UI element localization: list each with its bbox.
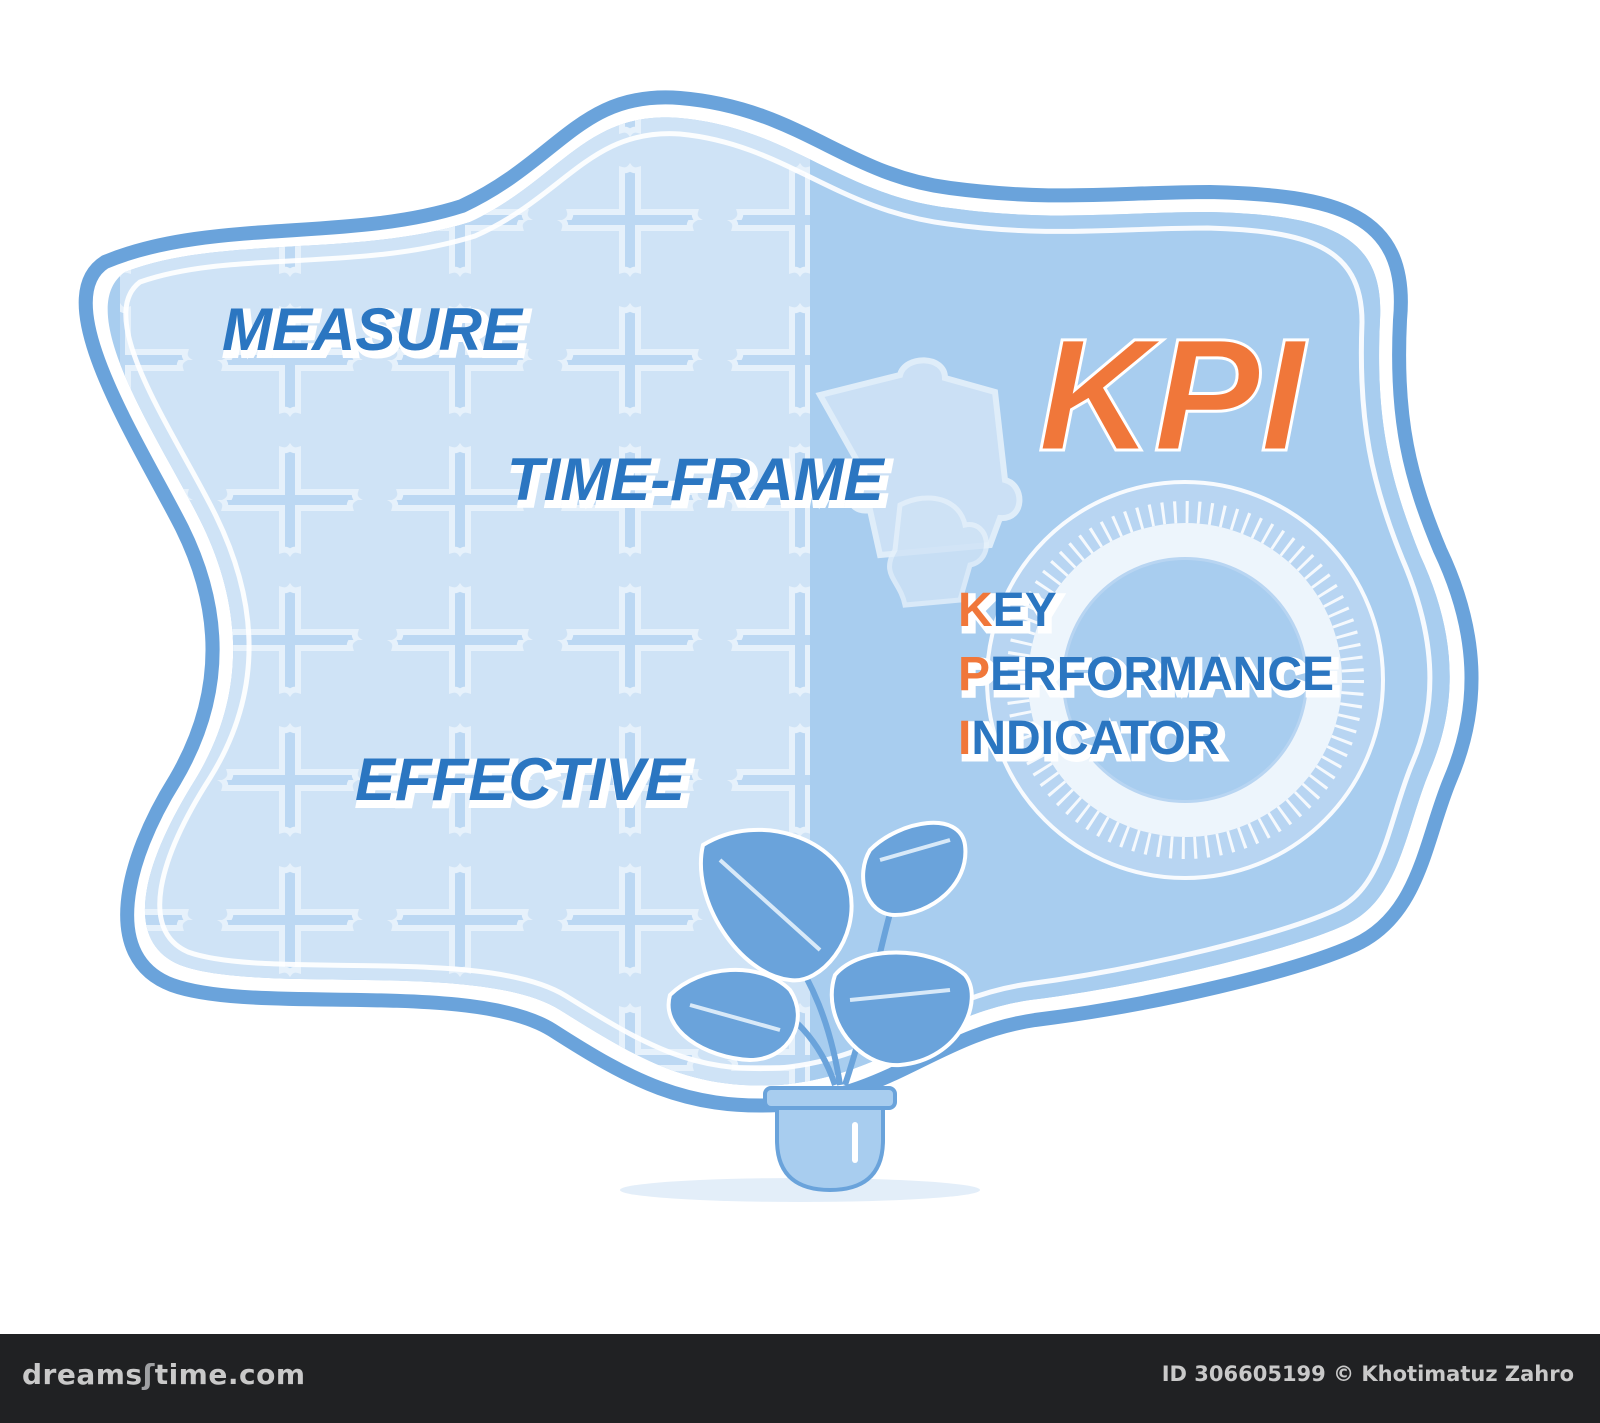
- svg-text:PERFORMANCE: PERFORMANCE: [962, 652, 1338, 705]
- footer-credit: ID 306605199 © Khotimatuz Zahro: [1161, 1362, 1574, 1386]
- kpi-title: KPI: [1038, 305, 1308, 484]
- kpi-letter-p: P: [958, 648, 990, 701]
- svg-text:MEASURE: MEASURE: [222, 296, 524, 363]
- footer-bar: dreamsʃtime.com ID 306605199 © Khotimatu…: [0, 1334, 1600, 1423]
- svg-text:MEASURE: MEASURE: [226, 300, 528, 367]
- word-time-frame: TIME-FRAME TIME-FRAME: [507, 446, 894, 521]
- svg-text:INDICATOR: INDICATOR: [958, 712, 1220, 765]
- footer-logo: dreamsʃtime.com: [22, 1358, 306, 1391]
- kpi-illustration: MEASURE MEASURE TIME-FRAME TIME-FRAME EF…: [78, 90, 1479, 1202]
- svg-text:EFFECTIVE: EFFECTIVE: [359, 750, 691, 817]
- dial-ring-icon: [985, 480, 1385, 880]
- kpi-letter-k: K: [958, 584, 993, 637]
- word-effective: EFFECTIVE EFFECTIVE: [355, 746, 695, 821]
- svg-text:KEY: KEY: [962, 588, 1061, 641]
- word-measure: MEASURE MEASURE: [222, 296, 532, 371]
- svg-text:PERFORMANCE: PERFORMANCE: [958, 648, 1334, 701]
- svg-text:TIME-FRAME: TIME-FRAME: [511, 450, 890, 517]
- kpi-expansion: KEY KEY PERFORMANCE PERFORMANCE INDICATO…: [958, 584, 1342, 773]
- flower-pot-icon: [620, 1086, 980, 1202]
- kpi-letter-i: I: [958, 712, 971, 765]
- svg-text:TIME-FRAME: TIME-FRAME: [507, 446, 886, 513]
- svg-text:INDICATOR: INDICATOR: [962, 716, 1224, 769]
- svg-text:EFFECTIVE: EFFECTIVE: [355, 746, 687, 813]
- puzzle-pieces-icon: [120, 117, 820, 1086]
- monstera-plant-icon: [666, 820, 974, 1086]
- svg-text:KEY: KEY: [958, 584, 1057, 637]
